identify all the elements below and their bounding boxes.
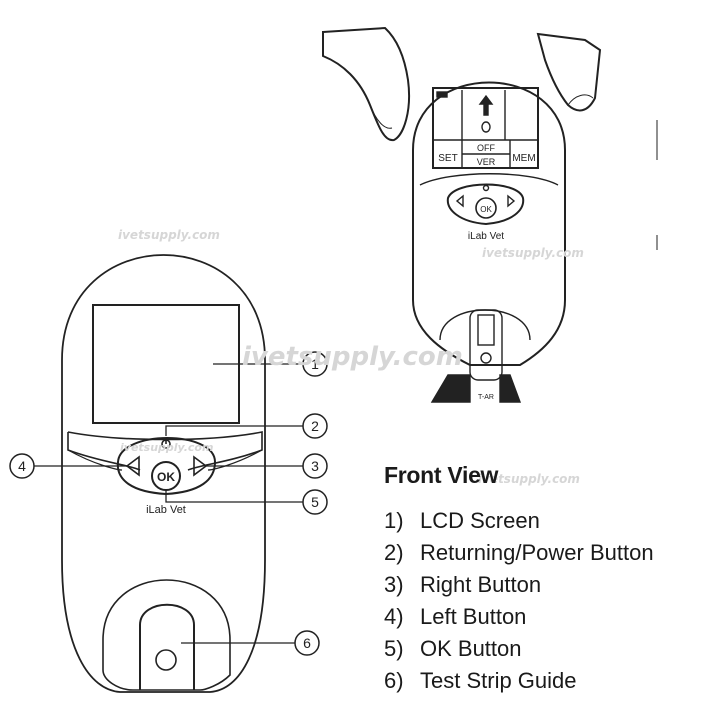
top-lcd-screen bbox=[432, 87, 539, 169]
device-body bbox=[61, 254, 266, 693]
legend: Front View 1)LCD Screen 2)Returning/Powe… bbox=[384, 462, 714, 697]
top-ok-label: OK bbox=[480, 205, 492, 214]
callout-5 bbox=[302, 489, 328, 515]
callout-3-num: 3 bbox=[311, 458, 319, 474]
callout-circles bbox=[9, 351, 328, 656]
callout-5-num: 5 bbox=[311, 494, 319, 510]
strip-hole bbox=[155, 649, 177, 671]
legend-item-lcd-screen: 1)LCD Screen bbox=[384, 508, 540, 533]
keypad bbox=[116, 437, 217, 496]
callout-4 bbox=[9, 453, 35, 479]
callout-lines bbox=[33, 363, 303, 644]
callout-2 bbox=[302, 413, 328, 439]
strip-guide-arch bbox=[102, 579, 231, 691]
lcd-ver-label: VER bbox=[477, 157, 496, 167]
right-hand bbox=[536, 32, 602, 112]
callout-1-num: 1 bbox=[311, 356, 319, 372]
callout-6-num: 6 bbox=[303, 635, 311, 651]
top-brand-label: iLab Vet bbox=[468, 231, 504, 242]
top-lcd-arrow-icon bbox=[478, 94, 494, 116]
legend-item-ok-button: 5)OK Button bbox=[384, 636, 522, 661]
strip-slot bbox=[139, 603, 195, 690]
right-arrow-icon bbox=[193, 455, 208, 477]
legend-title: Front View bbox=[384, 462, 499, 488]
brand-label: iLab Vet bbox=[146, 504, 186, 516]
left-hand bbox=[322, 26, 410, 142]
legend-item-right-button: 3)Right Button bbox=[384, 572, 542, 597]
lcd-mem-label: MEM bbox=[512, 153, 535, 164]
top-keypad bbox=[446, 183, 525, 226]
front-view-device bbox=[61, 254, 266, 693]
callout-4-num: 4 bbox=[18, 458, 26, 474]
ok-label: OK bbox=[157, 470, 175, 484]
top-ok-button bbox=[475, 197, 497, 219]
lcd-set-label: SET bbox=[438, 153, 457, 164]
strip-text: T-AR bbox=[478, 394, 494, 401]
lcd-off-label: OFF bbox=[477, 143, 495, 153]
legend-item-left-button: 4)Left Button bbox=[384, 604, 527, 629]
legend-item-power-button: 2)Returning/Power Button bbox=[384, 540, 654, 565]
callout-1 bbox=[302, 351, 328, 377]
hands-device-illustration bbox=[322, 26, 658, 403]
left-arrow-icon bbox=[125, 455, 140, 477]
callout-6 bbox=[294, 630, 320, 656]
callout-2-num: 2 bbox=[311, 418, 319, 434]
power-icon bbox=[161, 438, 171, 449]
callout-3 bbox=[302, 453, 328, 479]
legend-item-test-strip-guide: 6)Test Strip Guide bbox=[384, 668, 577, 693]
